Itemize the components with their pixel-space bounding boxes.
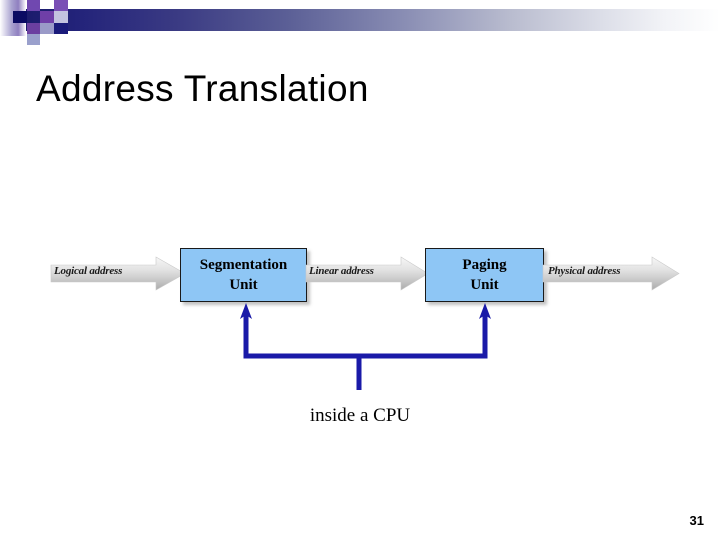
linear-address-arrow bbox=[303, 254, 431, 294]
physical-address-arrow bbox=[540, 254, 682, 294]
linear-address-label: Linear address bbox=[309, 265, 374, 277]
checker-purple-1 bbox=[27, 0, 40, 11]
paging-unit-label: Paging Unit bbox=[462, 255, 506, 296]
logical-address-arrow bbox=[48, 254, 188, 294]
checker-violet-1 bbox=[27, 23, 40, 34]
checker-lavender-1 bbox=[40, 23, 54, 34]
physical-address-label: Physical address bbox=[548, 265, 621, 277]
logical-address-label: Logical address bbox=[54, 265, 123, 277]
bracket-arrowhead-right bbox=[479, 303, 491, 319]
paging-unit-line2: Unit bbox=[470, 277, 499, 293]
paging-unit-box[interactable]: Paging Unit bbox=[425, 248, 544, 302]
bracket-arrowhead-left bbox=[240, 303, 252, 319]
checker-lavender-2 bbox=[27, 34, 40, 45]
paging-unit-line1: Paging bbox=[462, 256, 507, 273]
segmentation-unit-box[interactable]: Segmentation Unit bbox=[180, 248, 307, 302]
inside-cpu-caption: inside a CPU bbox=[309, 405, 411, 426]
checker-pale-1 bbox=[54, 11, 68, 23]
checker-violet-2 bbox=[54, 0, 68, 11]
checker-deep-1 bbox=[54, 23, 68, 34]
checker-navy-1 bbox=[13, 11, 27, 23]
segmentation-unit-label: Segmentation Unit bbox=[200, 255, 288, 296]
checker-purple-2 bbox=[40, 11, 54, 23]
segmentation-unit-line2: Unit bbox=[229, 277, 258, 293]
segmentation-unit-line1: Segmentation bbox=[199, 256, 288, 273]
header-decoration-band bbox=[0, 0, 720, 45]
page-number: 31 bbox=[689, 513, 704, 528]
header-gradient-bar bbox=[22, 9, 720, 31]
page-title: Address Translation bbox=[36, 68, 369, 109]
